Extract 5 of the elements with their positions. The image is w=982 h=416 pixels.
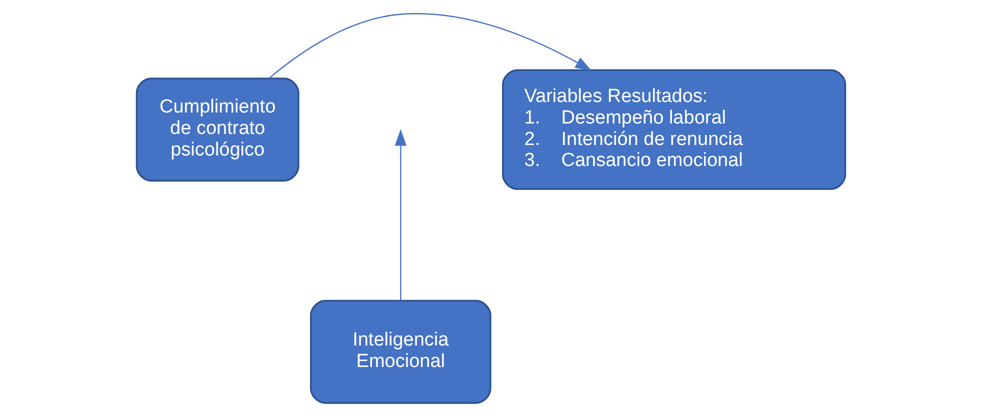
- arrow: [268, 13, 592, 79]
- node-box: Variables Resultados: 1. Desempeño laboral 2. Intención de renuncia 3. Cansancio emocional: [502, 69, 846, 190]
- node-box: Cumplimiento de contrato psicológico: [136, 78, 300, 182]
- node-box: Inteligencia Emocional: [310, 300, 492, 404]
- arrow: [394, 129, 406, 301]
